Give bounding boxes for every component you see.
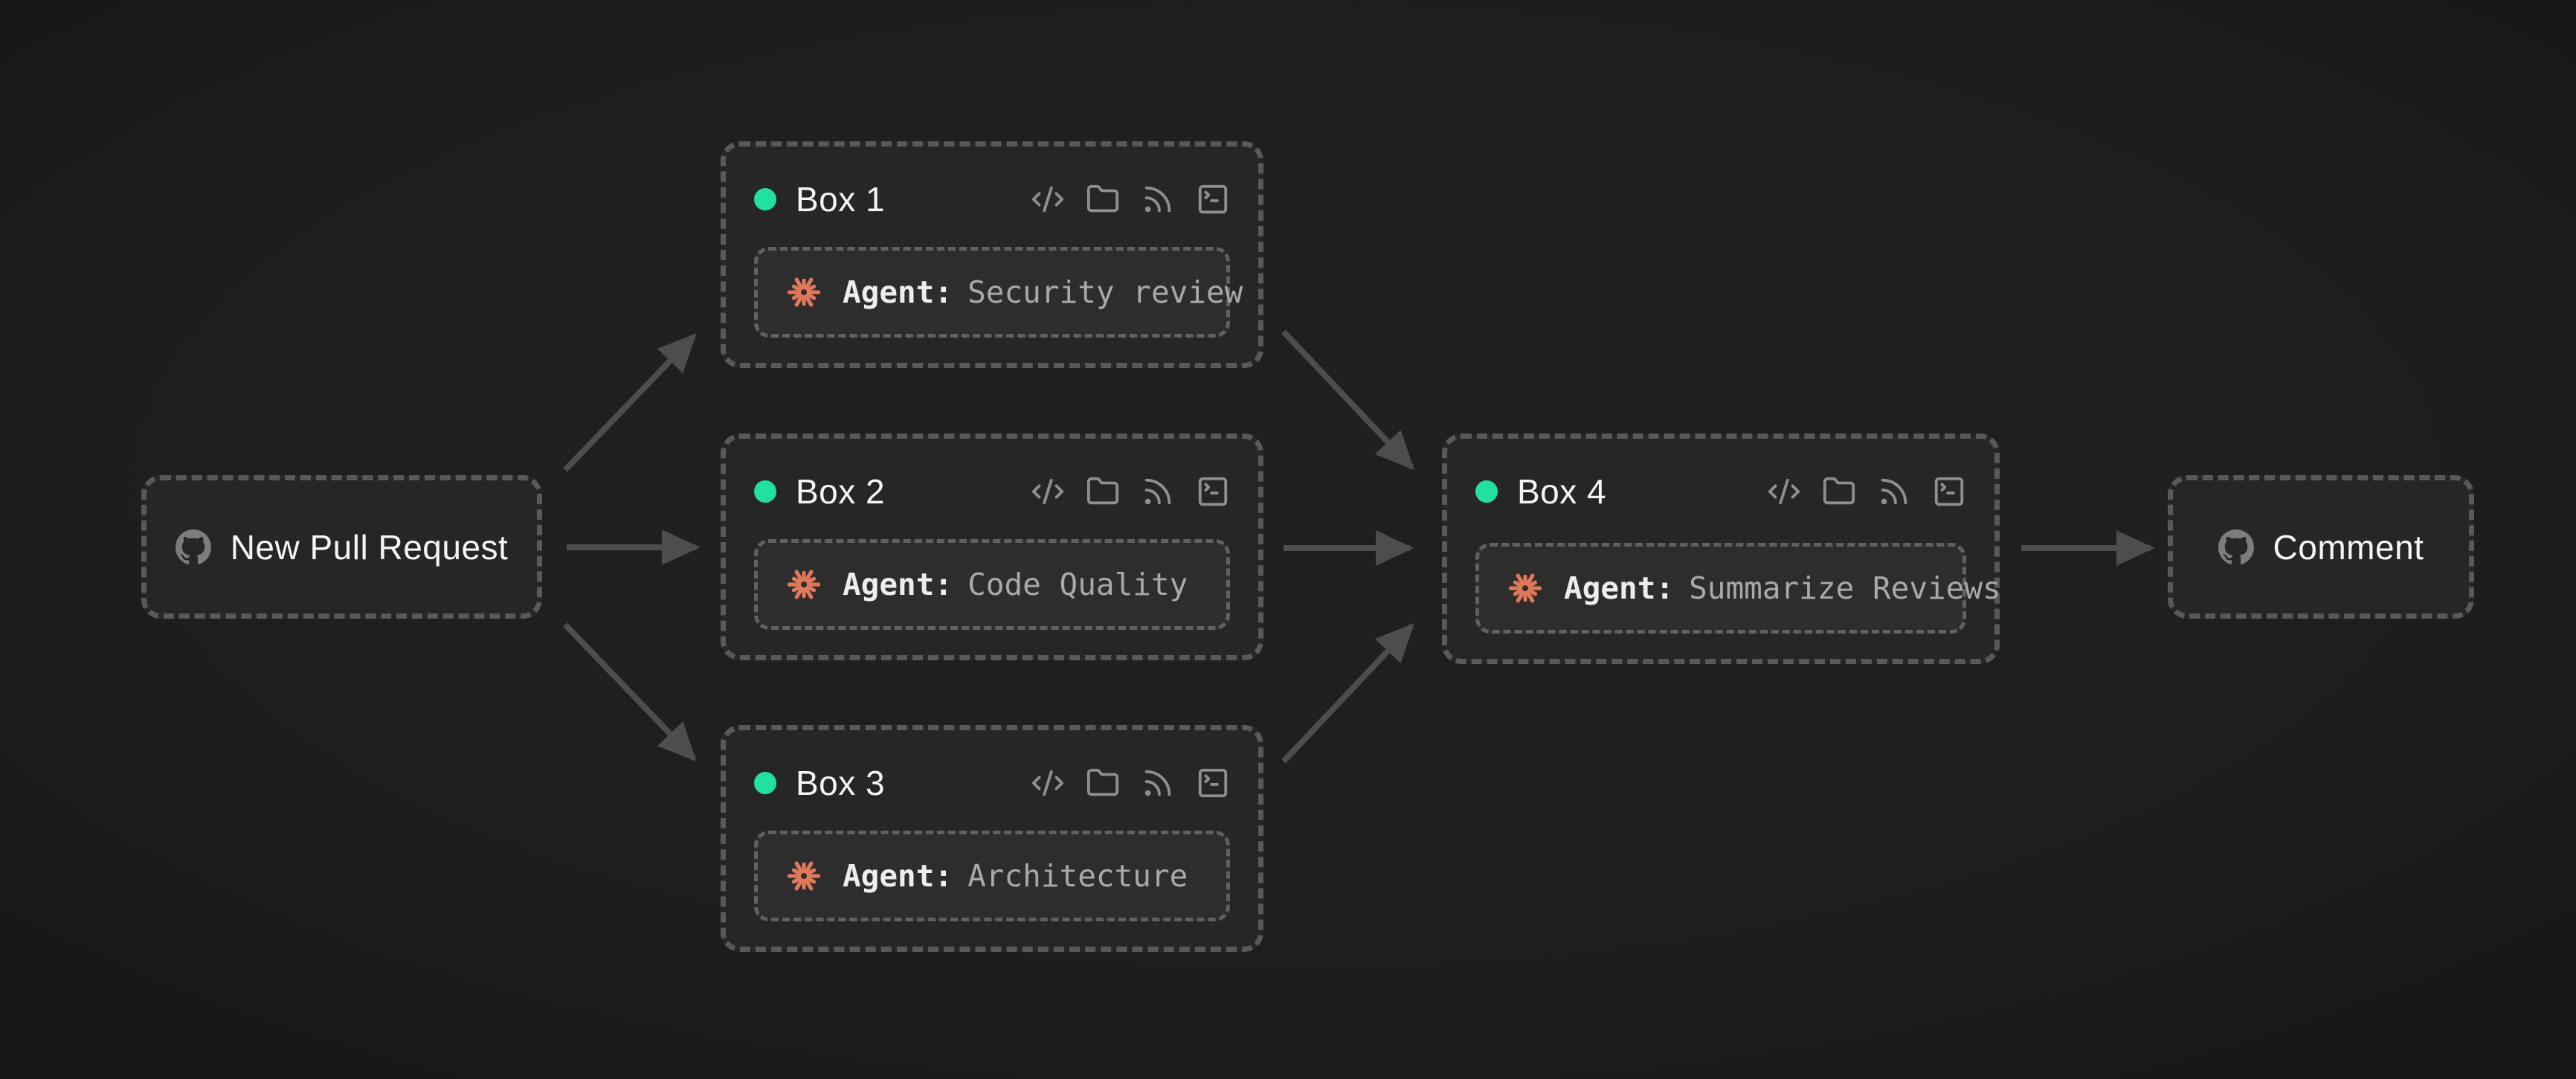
agent-label: Agent: — [1564, 570, 1675, 606]
terminal-icon[interactable] — [1196, 182, 1230, 216]
green-status-dot — [1475, 480, 1498, 503]
agent-value: Security review — [967, 274, 1243, 310]
node-box-4[interactable]: Box 4 Agent: Summarize Reviews — [1442, 434, 2001, 664]
spark-icon — [786, 858, 822, 894]
green-status-dot — [754, 480, 776, 503]
box-header: Box 3 — [754, 763, 1230, 803]
box-header: Box 2 — [754, 471, 1230, 512]
code-icon[interactable] — [1767, 474, 1801, 509]
spark-icon — [786, 567, 822, 602]
agent-badge[interactable]: Agent: Summarize Reviews — [1475, 543, 2001, 634]
node-box-1[interactable]: Box 1 Agent: Security review — [721, 141, 1263, 368]
edge-box-1-to-box-4 — [1281, 329, 1414, 470]
box-toolbar — [1031, 474, 1230, 509]
agent-label: Agent: — [843, 567, 953, 602]
box-toolbar — [1031, 766, 1230, 800]
rss-icon[interactable] — [1141, 182, 1175, 216]
agent-badge[interactable]: Agent: Security review — [754, 247, 1243, 338]
green-status-dot — [754, 772, 776, 794]
node-box-2[interactable]: Box 2 Agent: Code Quality — [721, 434, 1263, 660]
box-header: Box 4 — [1475, 471, 1966, 512]
folder-icon[interactable] — [1086, 766, 1120, 800]
rss-icon[interactable] — [1141, 474, 1175, 509]
folder-icon[interactable] — [1822, 474, 1856, 509]
agent-value: Code Quality — [967, 567, 1188, 602]
rss-icon[interactable] — [1141, 766, 1175, 800]
agent-value: Architecture — [967, 858, 1188, 894]
green-status-dot — [754, 188, 776, 210]
node-label: New Pull Request — [230, 527, 509, 567]
agent-badge[interactable]: Agent: Code Quality — [754, 539, 1230, 630]
agent-badge[interactable]: Agent: Architecture — [754, 831, 1230, 921]
folder-icon[interactable] — [1086, 182, 1120, 216]
github-icon — [2218, 529, 2254, 565]
terminal-icon[interactable] — [1932, 474, 1966, 509]
agent-value: Summarize Reviews — [1689, 570, 2001, 606]
agent-label: Agent: — [843, 858, 953, 894]
node-comment[interactable]: Comment — [2168, 475, 2474, 619]
spark-icon — [786, 274, 822, 310]
edge-new-pull-request-to-box-1 — [563, 333, 697, 472]
node-label: Comment — [2273, 527, 2424, 567]
box-title: Box 4 — [1517, 472, 1607, 511]
terminal-icon[interactable] — [1196, 766, 1230, 800]
node-new-pull-request[interactable]: New Pull Request — [141, 475, 542, 619]
code-icon[interactable] — [1031, 182, 1065, 216]
box-title: Box 3 — [796, 764, 886, 802]
box-title: Box 2 — [796, 472, 886, 511]
github-icon — [176, 529, 211, 565]
spark-icon — [1507, 570, 1543, 606]
box-toolbar — [1767, 474, 1966, 509]
box-toolbar — [1031, 182, 1230, 216]
box-title: Box 1 — [796, 180, 886, 219]
edge-box-3-to-box-4 — [1281, 623, 1414, 764]
terminal-icon[interactable] — [1196, 474, 1230, 509]
folder-icon[interactable] — [1086, 474, 1120, 509]
agent-label: Agent: — [843, 274, 953, 310]
edge-new-pull-request-to-box-3 — [563, 622, 697, 761]
code-icon[interactable] — [1031, 766, 1065, 800]
node-box-3[interactable]: Box 3 Agent: Architecture — [721, 725, 1263, 952]
code-icon[interactable] — [1031, 474, 1065, 509]
rss-icon[interactable] — [1877, 474, 1911, 509]
box-header: Box 1 — [754, 179, 1230, 219]
